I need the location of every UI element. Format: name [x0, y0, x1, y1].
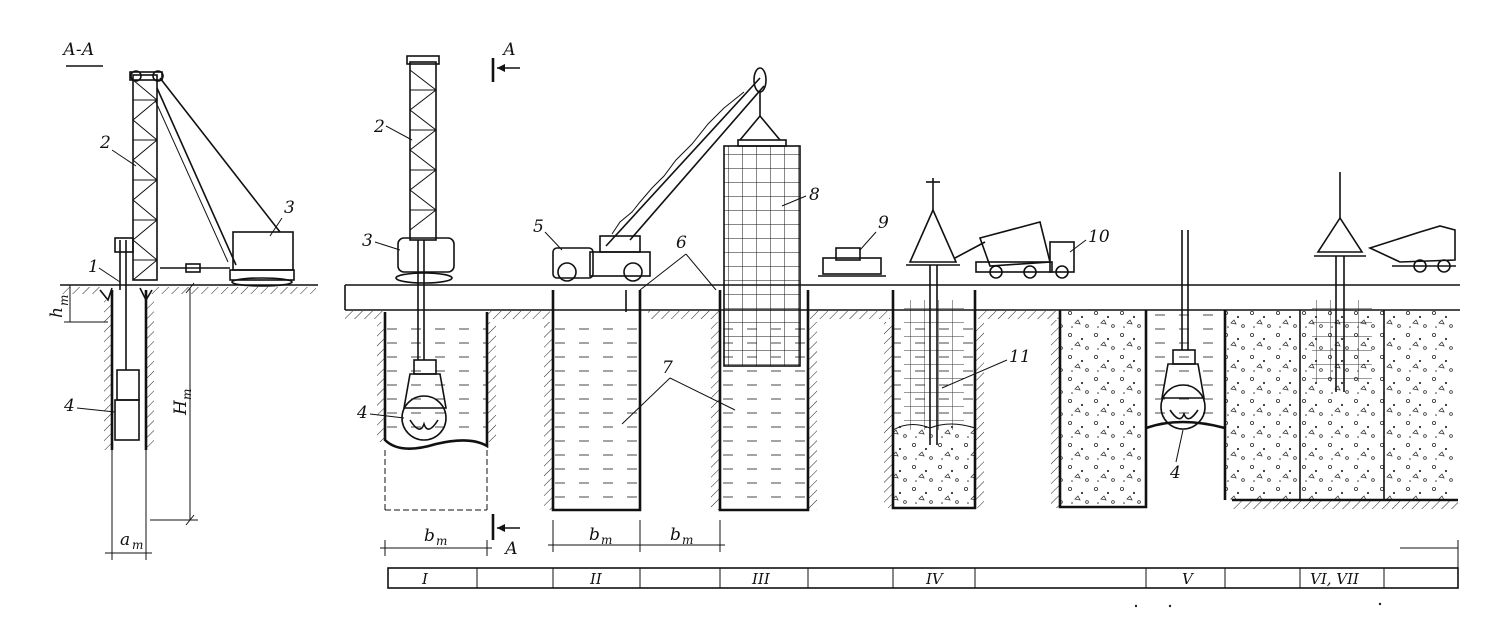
stage-VI-VII: VI, VII [1310, 570, 1360, 588]
stage-bar: I II III IV V VI, VII [387, 540, 1459, 589]
callout-11: 11 [1009, 347, 1031, 367]
stage-II: II [589, 570, 603, 588]
mast-left [129, 70, 164, 281]
reinforcement-cage-8 [723, 145, 801, 367]
longitudinal-section: А А 2 3 4 5 6 7 8 9 10 11 4 [344, 40, 1460, 608]
dimension-h: h т [47, 284, 108, 323]
svg-text:H: H [171, 399, 191, 416]
svg-text:т: т [601, 533, 612, 547]
stage-V: V [1182, 570, 1195, 588]
callout-4-v: 4 [1169, 463, 1181, 483]
callout-8: 8 [809, 185, 820, 205]
stage-III: III [751, 570, 771, 588]
tremie-hopper-iv [906, 178, 960, 445]
callout-5: 5 [533, 217, 544, 237]
callout-4-right: 4 [356, 403, 368, 423]
section-title: А-А [62, 40, 95, 60]
section-a-a: А-А [47, 40, 318, 560]
dimension-H: H т [150, 282, 198, 526]
section-marker-bottom: А [491, 514, 520, 559]
crane-3-left [154, 77, 295, 287]
slurry-unit-9 [818, 247, 886, 277]
svg-text:т: т [436, 534, 447, 548]
stage-I: I [421, 570, 429, 588]
callout-7: 7 [662, 358, 673, 378]
trench-VI-VII [1226, 300, 1458, 509]
dimension-b-2: b т [548, 520, 645, 552]
trench-I [377, 312, 496, 511]
svg-text:т: т [682, 533, 693, 547]
svg-text:т: т [57, 295, 71, 306]
callout-4-left: 4 [63, 396, 75, 416]
trench-IV [884, 290, 984, 510]
svg-text:А: А [502, 40, 516, 60]
mixer-truck-10 [954, 221, 1075, 279]
grab-4-left [114, 237, 140, 441]
svg-text:b: b [670, 525, 681, 545]
svg-text:a: a [120, 530, 130, 550]
callout-10: 10 [1088, 227, 1110, 247]
trench-V [1145, 310, 1227, 500]
svg-text:h: h [47, 307, 67, 318]
callout-9: 9 [878, 213, 889, 233]
tremie-vi-vii [1314, 172, 1456, 392]
stage-IV: IV [925, 570, 945, 588]
callout-6: 6 [676, 233, 687, 253]
svg-text:т: т [132, 538, 143, 552]
callout-3-left: 3 [284, 198, 295, 218]
callout-3-right: 3 [362, 231, 373, 251]
dimension-a: a т [105, 450, 152, 560]
ground-hatch-left [150, 287, 316, 294]
dimension-b-1: b т [380, 526, 492, 556]
svg-text:b: b [589, 525, 600, 545]
mast-2-right [395, 55, 455, 360]
svg-text:b: b [424, 526, 435, 546]
truck-crane-5 [552, 67, 787, 282]
svg-text:т: т [180, 389, 194, 400]
callout-2-right: 2 [373, 117, 385, 137]
trench-II [544, 290, 642, 512]
dimension-b-3: b т [635, 520, 725, 552]
svg-text:А: А [504, 539, 518, 559]
section-marker-top: А [491, 40, 520, 82]
callout-2-left: 2 [99, 133, 111, 153]
grab-4-v [1160, 230, 1206, 430]
completed-panel [1051, 310, 1148, 509]
callout-1-left: 1 [88, 257, 99, 277]
